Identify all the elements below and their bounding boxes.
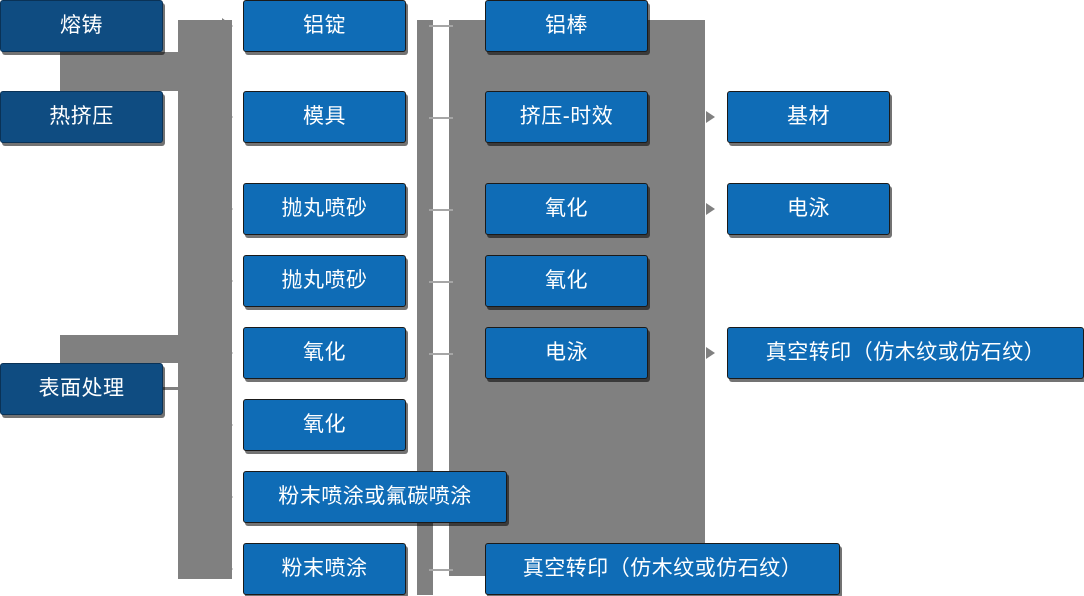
connector-bar-mid [417, 20, 433, 595]
process-label: 粉末喷涂或氟碳喷涂 [278, 485, 472, 509]
process-box-oxidation-3[interactable]: 氧化 [485, 183, 648, 235]
process-box-shot-blasting-2[interactable]: 抛丸喷砂 [243, 255, 406, 307]
arrow-to-oxidation-2 [222, 417, 233, 433]
connector-surface-treat-stub [163, 387, 185, 390]
process-label: 真空转印（仿木纹或仿石纹） [765, 341, 1046, 365]
process-box-oxidation-2[interactable]: 氧化 [243, 399, 406, 451]
arrow-to-powder-coating [222, 561, 233, 577]
process-label: 挤压-时效 [519, 105, 614, 129]
tie-line-3 [429, 209, 453, 211]
arrow-to-electrophoresis-2 [706, 203, 715, 215]
arrow-down-to-hot-extrusion [69, 72, 87, 82]
process-label: 氧化 [303, 413, 346, 437]
tie-line-6 [429, 569, 453, 571]
tie-line-2 [429, 117, 453, 119]
stage-label: 熔铸 [60, 14, 103, 38]
stage-label: 表面处理 [38, 377, 125, 401]
stage-box-surface-treatment[interactable]: 表面处理 [0, 363, 163, 415]
arrow-down-to-surface-treat [69, 345, 87, 355]
process-box-shot-blasting-1[interactable]: 抛丸喷砂 [243, 183, 406, 235]
process-box-aluminum-ingot[interactable]: 铝锭 [243, 0, 406, 52]
process-box-powder-coating[interactable]: 粉末喷涂 [243, 543, 406, 595]
process-box-extrusion-aging[interactable]: 挤压-时效 [485, 91, 648, 143]
process-label: 氧化 [545, 197, 588, 221]
arrow-to-aluminum-ingot [222, 18, 233, 34]
process-label: 模具 [303, 105, 346, 129]
process-box-electrophoresis-2[interactable]: 电泳 [727, 183, 890, 235]
process-label: 电泳 [545, 341, 588, 365]
tie-line-4 [429, 281, 453, 283]
arrow-to-oxidation-1 [222, 345, 233, 361]
process-label: 电泳 [787, 197, 830, 221]
arrow-to-base-material [706, 111, 715, 123]
stage-box-hot-extrusion[interactable]: 热挤压 [0, 91, 163, 143]
process-box-aluminum-bar[interactable]: 铝棒 [485, 0, 648, 52]
connector-melt-cast-out [60, 52, 190, 91]
process-label: 铝锭 [303, 14, 346, 38]
process-box-oxidation-1[interactable]: 氧化 [243, 327, 406, 379]
stage-box-melt-cast[interactable]: 熔铸 [0, 0, 163, 52]
tie-line-5 [429, 353, 453, 355]
process-box-vacuum-transfer-2[interactable]: 真空转印（仿木纹或仿石纹） [727, 327, 1084, 379]
process-box-vacuum-transfer-1[interactable]: 真空转印（仿木纹或仿石纹） [485, 543, 840, 595]
process-box-mould[interactable]: 模具 [243, 91, 406, 143]
process-label: 抛丸喷砂 [281, 197, 368, 221]
arrow-to-vacuum-transfer-2 [706, 347, 715, 359]
arrow-to-shot-blasting-2 [222, 273, 233, 289]
tie-line-1 [429, 25, 453, 27]
process-box-oxidation-4[interactable]: 氧化 [485, 255, 648, 307]
process-label: 粉末喷涂 [281, 557, 368, 581]
process-box-powder-or-pvdf-coating[interactable]: 粉末喷涂或氟碳喷涂 [243, 471, 507, 523]
stage-label: 热挤压 [49, 105, 114, 129]
arrow-to-shot-blasting-1 [222, 201, 233, 217]
process-label: 铝棒 [545, 14, 588, 38]
process-box-electrophoresis-1[interactable]: 电泳 [485, 327, 648, 379]
process-label: 氧化 [303, 341, 346, 365]
arrow-to-powder-or-pvdf [222, 489, 233, 505]
process-box-base-material[interactable]: 基材 [727, 91, 890, 143]
arrow-to-mould [222, 109, 233, 125]
process-label: 氧化 [545, 269, 588, 293]
process-label: 基材 [787, 105, 830, 129]
process-label: 真空转印（仿木纹或仿石纹） [522, 557, 803, 581]
process-label: 抛丸喷砂 [281, 269, 368, 293]
